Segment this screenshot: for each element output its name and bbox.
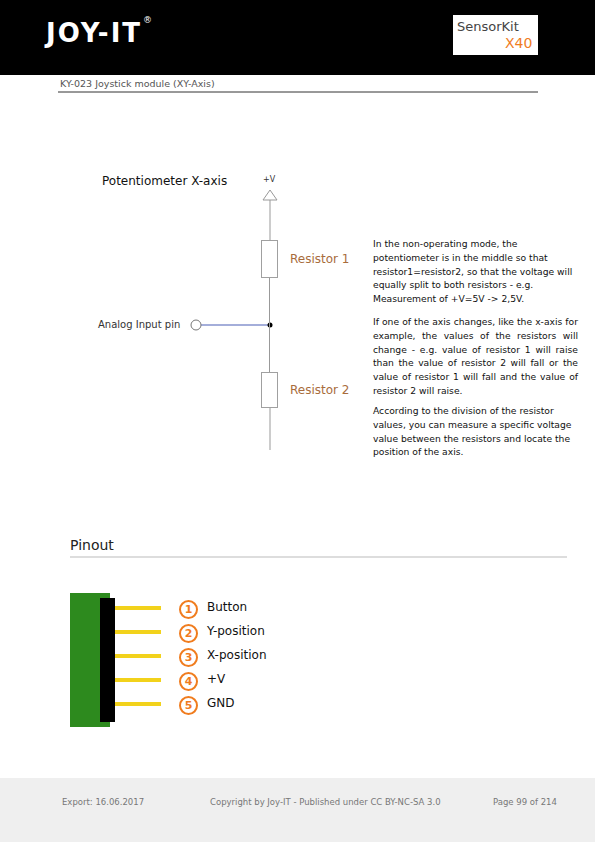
section-rule	[70, 557, 567, 558]
pin-name: Button	[207, 600, 247, 614]
wire	[269, 278, 270, 372]
wire	[270, 408, 271, 450]
resistor-label: Resistor 1	[290, 252, 349, 266]
header-bar	[0, 0, 595, 75]
header-pins	[115, 606, 161, 706]
badge-text: SensorKit	[457, 19, 519, 35]
pin	[115, 654, 161, 658]
callout-text: 5	[185, 700, 193, 711]
resistor-symbol: Resistor 2	[261, 372, 278, 408]
supply-label: +V	[263, 175, 275, 185]
footer-text: Export: 16.06.2017	[62, 797, 144, 807]
pin-name: X-position	[207, 648, 266, 662]
pin	[115, 678, 161, 682]
schematic-title: Potentiometer X-axis	[102, 174, 227, 188]
pin	[115, 606, 161, 610]
callout-number: 4	[179, 672, 198, 691]
page-subtitle: KY-023 Joystick module (XY-Axis)	[60, 78, 215, 89]
note-paragraph: If one of the axis changes, like the x-a…	[373, 315, 578, 398]
callout-text: 3	[185, 652, 193, 663]
pin-name: Y-position	[207, 624, 265, 638]
section-heading: Pinout	[70, 537, 114, 554]
note-paragraph: According to the division of the resisto…	[373, 404, 578, 459]
callout-text: 1	[185, 604, 193, 615]
header-rule	[58, 92, 538, 93]
callout-number: 2	[179, 624, 198, 643]
pin-label: Analog Input pin	[98, 319, 180, 331]
footer-bar	[0, 778, 595, 842]
supply-symbol	[263, 190, 277, 200]
pin	[115, 630, 161, 634]
callout-text: 4	[185, 676, 193, 687]
badge-number: X40	[505, 35, 532, 52]
callout-number: 5	[179, 696, 198, 715]
footer-text: Copyright by Joy-IT - Published under CC…	[210, 797, 441, 807]
sensorkit-badge	[453, 15, 538, 55]
wire	[270, 200, 271, 240]
pin-header	[100, 598, 115, 722]
callout-number: 1	[179, 600, 198, 619]
callout-number: 3	[179, 648, 198, 667]
note-paragraph: In the non-operating mode, the potentiom…	[373, 237, 578, 306]
resistor-label: Resistor 2	[290, 383, 349, 397]
callout-text: 2	[185, 628, 193, 639]
resistor-symbol: Resistor 1	[261, 240, 278, 278]
pin-name: GND	[207, 696, 235, 710]
logo-text: JOY-IT	[46, 18, 142, 49]
pin-name: +V	[207, 672, 225, 686]
footer-text: Page 99 of 214	[493, 797, 557, 807]
pin	[115, 702, 161, 706]
wire	[201, 324, 270, 325]
registered-mark: ®	[143, 15, 152, 26]
input-terminal	[191, 320, 201, 330]
